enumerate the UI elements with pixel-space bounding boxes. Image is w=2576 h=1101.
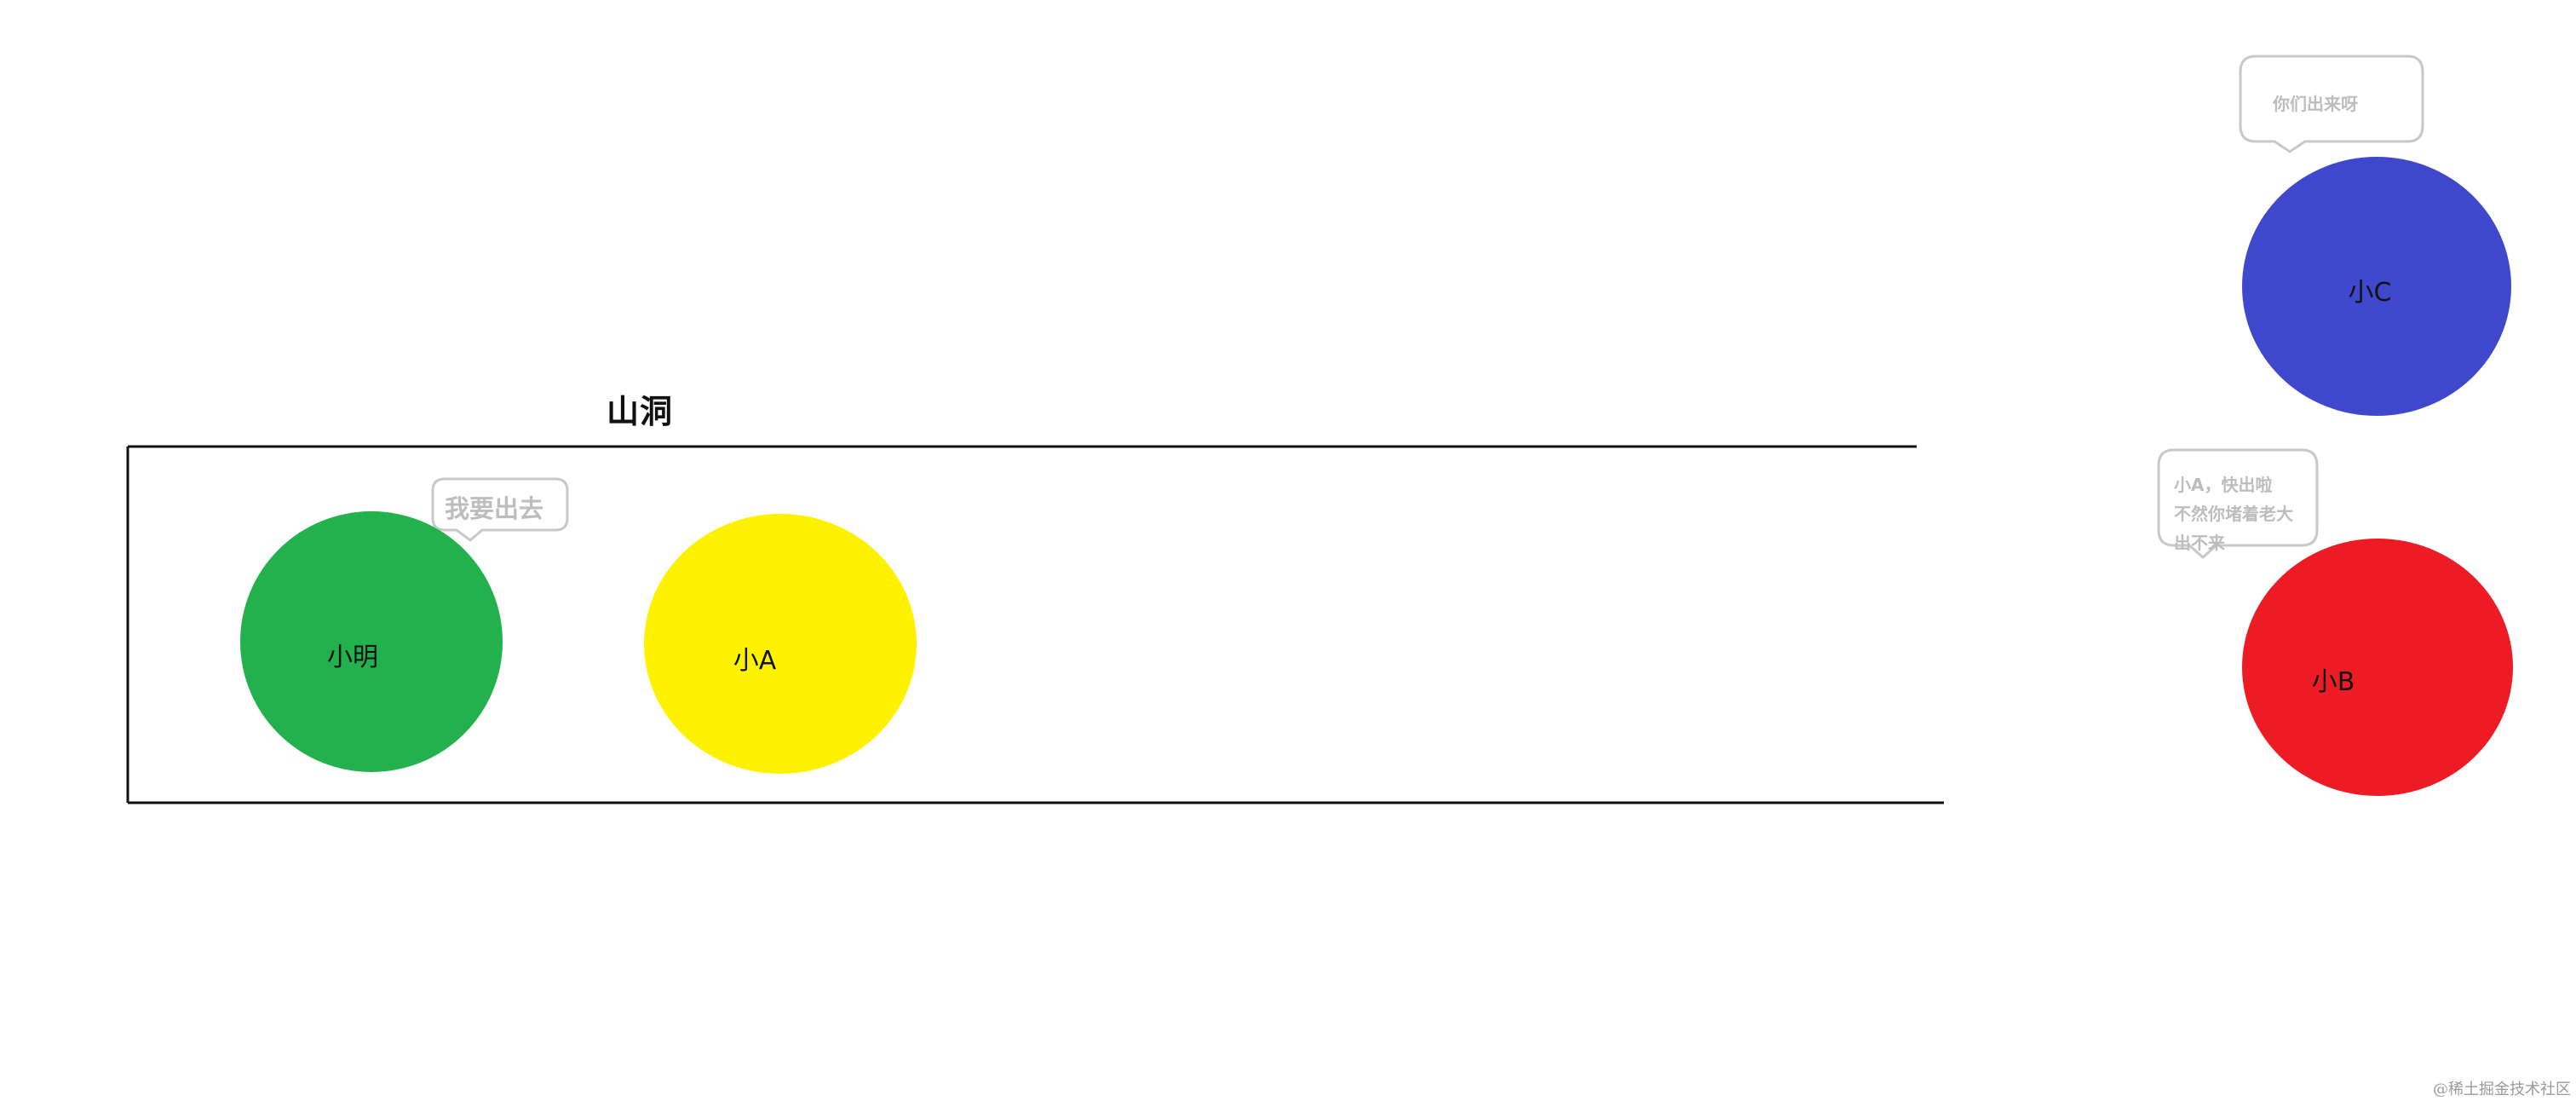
speech-text-xiaob-line: 小A，快出啦 bbox=[2174, 475, 2273, 495]
speech-bubble-xiaob bbox=[2157, 448, 2319, 559]
watermark: @稀土掘金技术社区 bbox=[2433, 1081, 2571, 1098]
speech-bubble-xiaoming bbox=[431, 477, 569, 542]
character-xiaob-label: 小B bbox=[2311, 667, 2355, 697]
character-xiaoming: 小明 bbox=[240, 511, 503, 772]
character-xiaoc-label: 小C bbox=[2348, 278, 2392, 308]
character-xiaoa: 小A bbox=[644, 514, 917, 774]
speech-text-xiaoming: 我要出去 bbox=[445, 494, 544, 523]
speech-text-xiaob-line: 出不来 bbox=[2174, 533, 2225, 553]
character-xiaoming-label: 小明 bbox=[327, 643, 378, 672]
character-xiaoc: 小C bbox=[2242, 157, 2511, 416]
speech-text-xiaob: 小A，快出啦 不然你堵着老大 出不来 bbox=[2174, 470, 2293, 557]
speech-text-xiaoc: 你们出来呀 bbox=[2273, 94, 2358, 114]
character-xiaoa-label: 小A bbox=[733, 645, 777, 676]
character-xiaob: 小B bbox=[2242, 539, 2513, 796]
cave-title: 山洞 bbox=[607, 393, 674, 430]
speech-text-xiaob-line: 不然你堵着老大 bbox=[2174, 504, 2293, 524]
speech-bubble-xiaoc bbox=[2239, 55, 2424, 153]
